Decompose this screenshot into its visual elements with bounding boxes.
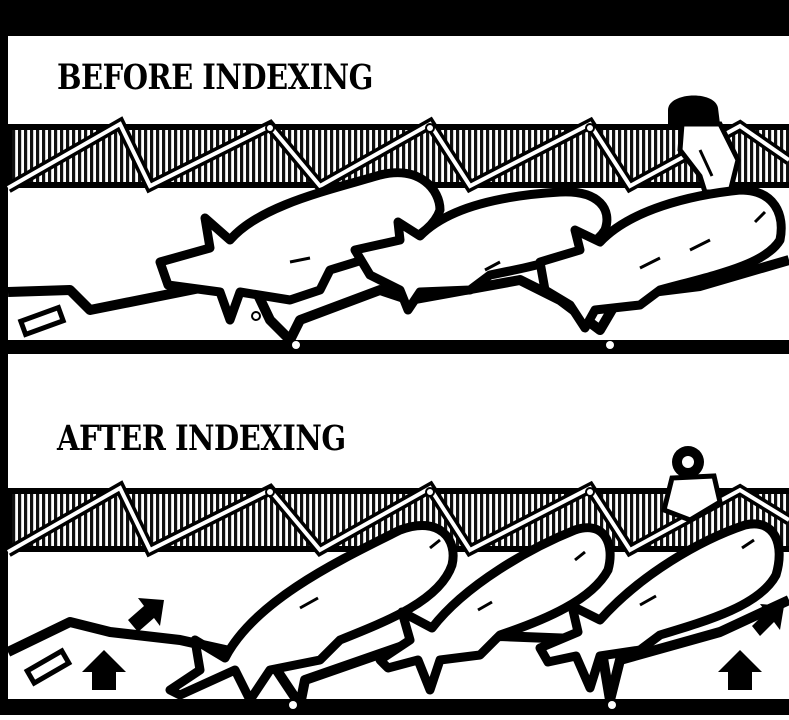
- left-frame-bar: [0, 0, 8, 715]
- arrow-up-right-icon: [128, 598, 164, 632]
- operator-figure-icon: [664, 446, 720, 520]
- before-indexing-heading: BEFORE INDEXING: [57, 57, 373, 97]
- after-indexing-heading: AFTER INDEXING: [57, 418, 346, 458]
- before-bottom-rail: [8, 340, 789, 354]
- top-frame-bar: [0, 0, 789, 36]
- arrow-up-icon: [82, 650, 126, 690]
- bottom-frame-bar: [0, 699, 789, 715]
- arrow-up-icon: [718, 650, 762, 690]
- before-panel: [8, 95, 789, 354]
- after-panel: [8, 446, 789, 709]
